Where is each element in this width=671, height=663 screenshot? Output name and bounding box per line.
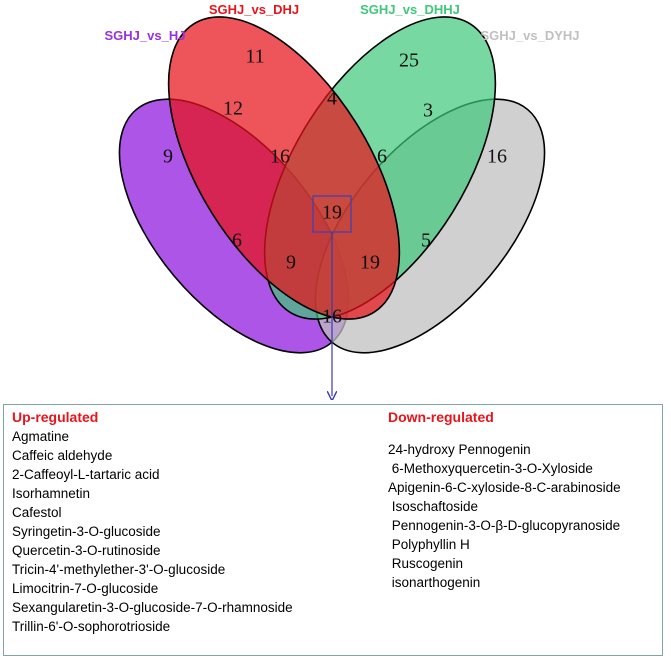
region-count-dyhj-only: 16 bbox=[487, 146, 507, 168]
down-regulated-item: 24-hydroxy Pennogenin bbox=[388, 442, 531, 457]
up-regulated-item: Trillin-6'-O-sophorotrioside bbox=[12, 619, 171, 634]
region-count-dhj-dyhj: 5 bbox=[421, 230, 431, 252]
down-regulated-item: Polyphyllin H bbox=[388, 537, 470, 552]
venn-ellipses bbox=[118, 16, 546, 354]
region-count-hj-dhj-dhhj: 16 bbox=[270, 146, 290, 168]
set-label-hj: SGHJ_vs_HJ bbox=[105, 28, 186, 43]
up-regulated-heading: Up-regulated bbox=[12, 409, 99, 425]
region-count-dhhj-dyhj: 3 bbox=[423, 100, 433, 122]
up-regulated-item: Tricin-4'-methylether-3'-O-glucoside bbox=[12, 562, 226, 577]
down-regulated-item: isonarthogenin bbox=[388, 575, 481, 590]
up-regulated-item: Quercetin-3-O-rutinoside bbox=[12, 543, 161, 558]
region-count-dhhj-only: 25 bbox=[399, 50, 419, 72]
set-label-dyhj: SGHJ_vs_DYHJ bbox=[481, 28, 580, 43]
down-regulated-item: Isoschaftoside bbox=[388, 499, 479, 514]
down-regulated-column: Down-regulated 24-hydroxy Pennogenin 6-M… bbox=[388, 409, 621, 592]
up-regulated-item: Limocitrin-7-O-glucoside bbox=[12, 581, 159, 596]
up-regulated-item: Caffeic aldehyde bbox=[12, 448, 113, 463]
up-regulated-item: Agmatine bbox=[12, 429, 70, 444]
set-label-dhj: SGHJ_vs_DHJ bbox=[209, 2, 299, 17]
up-regulated-item: Sexangularetin-3-O-glucoside-7-O-rhamnos… bbox=[12, 600, 293, 615]
up-regulated-item: Cafestol bbox=[12, 505, 62, 520]
up-regulated-item: Isorhamnetin bbox=[12, 486, 91, 501]
region-count-hj-dhhj: 6 bbox=[232, 230, 242, 252]
down-regulated-heading: Down-regulated bbox=[388, 409, 494, 425]
set-label-dhhj: SGHJ_vs_DHHJ bbox=[360, 2, 460, 17]
region-count-hj-dhj-dyhj: 19 bbox=[360, 252, 380, 274]
ellipse-dhj bbox=[167, 16, 401, 320]
region-count-all-four: 19 bbox=[322, 202, 342, 224]
down-regulated-item: Apigenin-6-C-xyloside-8-C-arabinoside bbox=[388, 480, 621, 495]
venn-diagram: SGHJ_vs_HJ SGHJ_vs_DHJ SGHJ_vs_DHHJ SGHJ… bbox=[105, 2, 580, 400]
up-regulated-item: Syringetin-3-O-glucoside bbox=[12, 524, 161, 539]
region-count-dhj-only: 11 bbox=[245, 46, 264, 68]
down-regulated-list: 24-hydroxy Pennogenin 6-Methoxyquercetin… bbox=[388, 440, 621, 592]
down-regulated-item: 6-Methoxyquercetin-3-O-Xyloside bbox=[388, 461, 593, 476]
region-count-hj-dhhj-dyhj: 9 bbox=[286, 252, 296, 274]
region-count-hj-only: 9 bbox=[163, 146, 173, 168]
down-regulated-item: Pennogenin-3-O-β-D-glucopyranoside bbox=[388, 518, 621, 533]
region-count-hj-dhj: 12 bbox=[223, 98, 243, 120]
down-regulated-item: Ruscogenin bbox=[388, 556, 464, 571]
region-count-dhj-dhhj-dyhj: 6 bbox=[377, 146, 387, 168]
up-regulated-item: 2-Caffeoyl-L-tartaric acid bbox=[12, 467, 160, 482]
region-count-dhj-dhhj: 4 bbox=[327, 88, 337, 110]
